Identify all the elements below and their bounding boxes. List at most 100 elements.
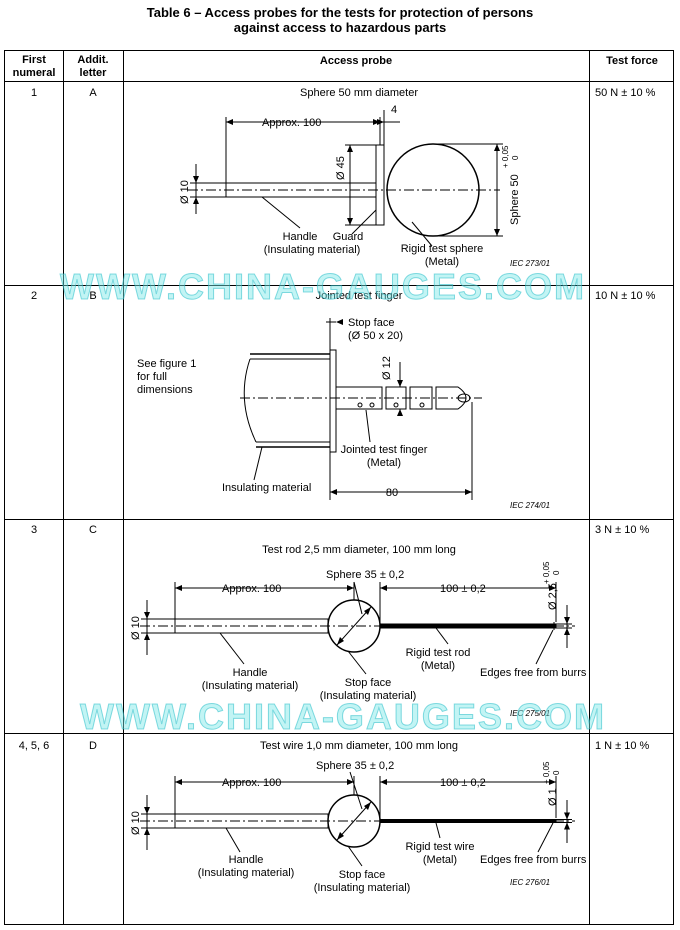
arrowhead [144, 633, 150, 640]
label-dia-1: Ø 1 [547, 788, 559, 806]
label-tolerance-plus: + 0,05 [542, 561, 551, 584]
wire-shape [379, 819, 557, 823]
row-3-numeral: 3 [30, 524, 38, 536]
label-metal: (Metal) [421, 660, 455, 672]
arrowhead [347, 218, 353, 225]
joint-pin [369, 402, 375, 408]
finger-tip-end [457, 393, 471, 403]
header-first-numeral-line-2: numeral [12, 67, 56, 79]
label-rigid-sphere: Rigid test sphere [401, 243, 484, 255]
label-iec-274: IEC 274/01 [510, 501, 550, 510]
header-addit-letter-line-2: letter [79, 67, 107, 79]
row-2-letter: B [89, 290, 97, 302]
label-length-80: 80 [386, 487, 398, 499]
row-3-test-force: 3 N ± 10 % [595, 524, 650, 536]
row-3-probe-caption: Test rod 2,5 mm diameter, 100 mm long [262, 544, 456, 556]
label-tolerance-plus: + 0,05 [501, 145, 510, 168]
arrowhead [144, 807, 150, 814]
finger-segment-3 [409, 386, 433, 410]
label-stop-face: Stop face [345, 677, 391, 689]
arrowhead [564, 617, 570, 624]
arrowhead [144, 612, 150, 619]
finger-tip [435, 386, 467, 410]
label-metal: (Metal) [423, 854, 457, 866]
label-approx-100: Approx. 100 [222, 777, 281, 789]
arrowhead [549, 779, 556, 785]
label-iec-275: IEC 275/01 [510, 709, 550, 718]
label-dia-10: Ø 10 [130, 811, 142, 835]
finger-segment-1 [336, 386, 383, 410]
arrowhead [336, 319, 343, 325]
leader-line [349, 771, 363, 810]
arrowhead [337, 832, 344, 840]
label-sphere-35: Sphere 35 ± 0,2 [316, 760, 394, 772]
label-stop-face: Stop face [339, 869, 385, 881]
arrowhead [347, 145, 353, 152]
label-dia-2-5: Ø 2,5 [547, 583, 559, 610]
label-insulating: (Insulating material) [198, 867, 295, 879]
leader-line [253, 446, 263, 481]
row-4-letter: D [89, 740, 97, 752]
label-dia-10: Ø 10 [130, 616, 142, 640]
label-sphere-35: Sphere 35 ± 0,2 [326, 569, 404, 581]
arrowhead [364, 607, 371, 615]
label-approx-100: Approx. 100 [222, 583, 281, 595]
header-test-force: Test force [606, 55, 658, 67]
access-probe-table: First numeral Addit. letter Access probe… [4, 50, 674, 925]
arrowhead [347, 779, 354, 785]
arrowhead [380, 779, 387, 785]
arrowhead [397, 380, 403, 387]
label-approx-100: Approx. 100 [262, 117, 321, 129]
arrowhead [494, 229, 500, 236]
row-1-probe-caption: Sphere 50 mm diameter [300, 87, 418, 99]
label-see-figure-line-3: dimensions [137, 384, 193, 396]
label-sphere-50: Sphere 50 [509, 174, 521, 225]
table-title: Table 6 – Access probes for the tests fo… [0, 5, 680, 35]
label-handle: Handle [233, 667, 268, 679]
label-dia-45: Ø 45 [335, 156, 347, 180]
label-stop-face: Stop face [348, 317, 394, 329]
handle-break [243, 358, 257, 443]
arrowhead [564, 822, 570, 830]
row-2-probe-caption: Jointed test finger [315, 290, 403, 302]
table-title-line-1: Table 6 – Access probes for the tests fo… [146, 5, 534, 20]
row-3-letter: C [89, 524, 97, 536]
label-iec-273: IEC 273/01 [510, 259, 550, 268]
row-1-letter: A [89, 87, 97, 99]
column-divider [63, 51, 64, 924]
label-stop-face-dimension: (Ø 50 x 20) [348, 330, 403, 342]
arrowhead [144, 828, 150, 835]
column-divider [589, 51, 590, 924]
label-length-100: 100 ± 0,2 [440, 583, 486, 595]
leader-line [219, 632, 245, 665]
leader-line [351, 209, 377, 235]
label-rigid-rod: Rigid test rod [406, 647, 471, 659]
arrowhead [226, 119, 233, 125]
row-divider [5, 519, 673, 520]
column-divider [123, 51, 124, 924]
header-first-numeral-line-1: First [22, 54, 46, 66]
arrowhead [564, 628, 570, 635]
leader-line [535, 629, 554, 665]
arrowhead [380, 585, 387, 591]
arrowhead [564, 812, 570, 820]
row-2-test-force: 10 N ± 10 % [595, 290, 656, 302]
arrowhead [347, 585, 354, 591]
row-divider [5, 285, 673, 286]
label-guard: Guard [333, 231, 364, 243]
label-tolerance-zero: 0 [511, 155, 520, 160]
row-2-numeral: 2 [30, 290, 38, 302]
row-4-numeral: 4, 5, 6 [18, 740, 50, 752]
joint-pin [393, 402, 399, 408]
label-edges-free: Edges free from burrs [480, 854, 587, 866]
label-stop-face-insulating: (Insulating material) [314, 882, 411, 894]
arrowhead [175, 585, 182, 591]
label-dia-12: Ø 12 [381, 356, 393, 380]
arrowhead [175, 779, 182, 785]
leader-line [347, 650, 367, 675]
diameter-line [336, 606, 372, 646]
finger-segment-2 [385, 386, 407, 410]
label-tolerance-plus: + 0,05 [542, 761, 551, 784]
